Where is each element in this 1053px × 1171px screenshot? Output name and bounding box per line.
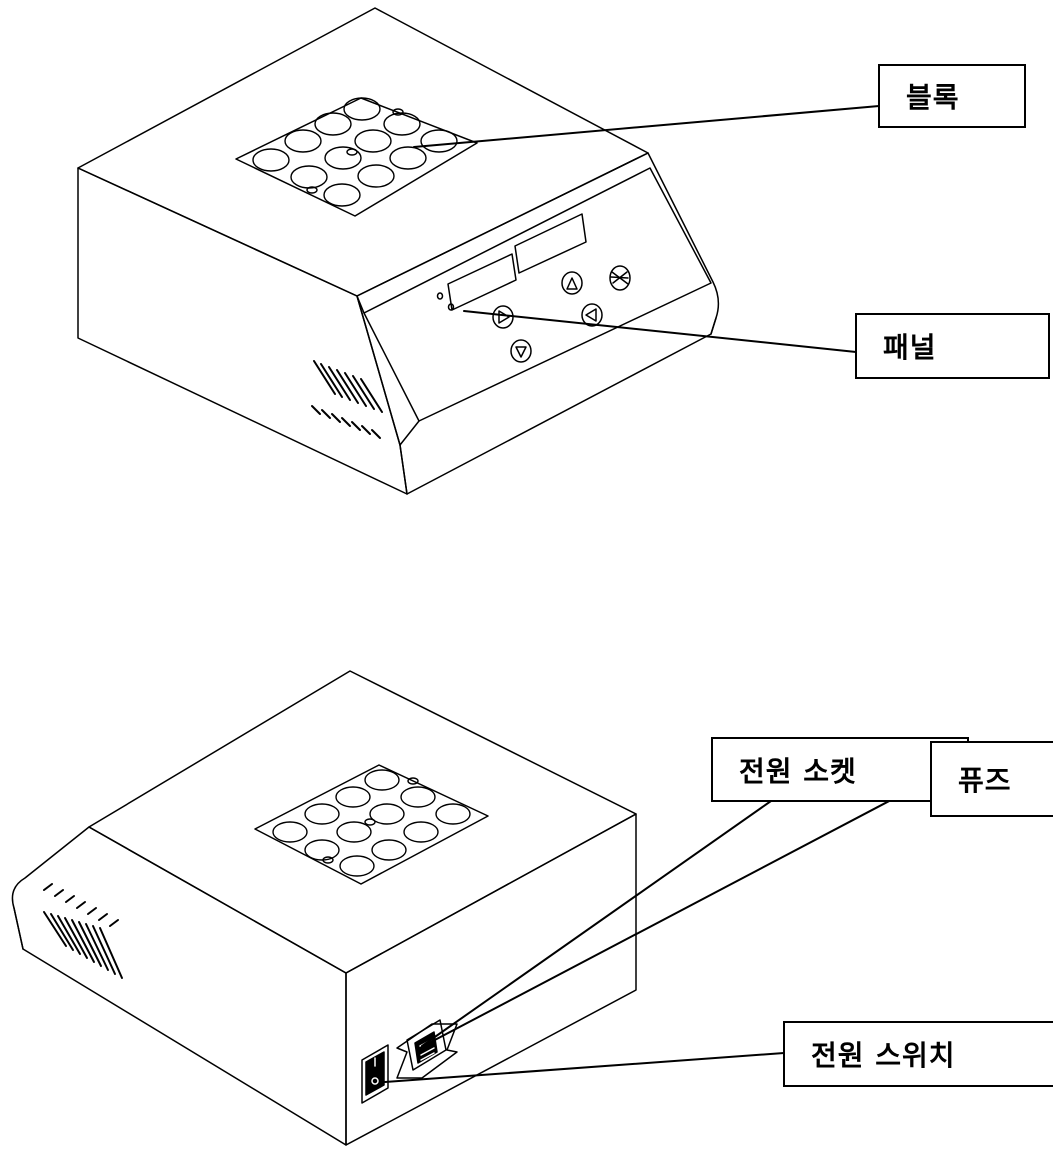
block-wells (253, 98, 457, 206)
heating-block (236, 98, 477, 216)
front-view-device (78, 8, 718, 494)
display-right (515, 214, 586, 273)
rear-view-device (12, 671, 636, 1145)
rear-view-top-face (89, 671, 636, 973)
leader-line-fuse (431, 779, 931, 1042)
label-fuse: 퓨즈 (930, 741, 1053, 817)
leader-line-panel (464, 311, 856, 352)
rear-view-block-wells (273, 770, 470, 876)
label-power-socket: 전원 소켓 (711, 737, 969, 802)
power-switch (362, 1045, 388, 1103)
indicator-led-1 (438, 293, 443, 299)
rear-view-back-face (346, 814, 636, 1145)
leader-line-block (414, 106, 879, 147)
front-view-vents (312, 361, 382, 438)
label-block: 블록 (878, 64, 1026, 128)
rear-view-vents (44, 884, 122, 978)
panel-buttons (493, 266, 630, 362)
rear-view-heating-block (255, 765, 488, 884)
display-left (448, 254, 516, 310)
indicator-led-2 (449, 304, 454, 310)
leader-line-socket (422, 801, 771, 1046)
leader-line-switch (385, 1053, 784, 1082)
front-view-panel-face (357, 153, 718, 494)
front-view-left-face (78, 168, 407, 494)
label-power-switch: 전원 스위치 (783, 1021, 1053, 1087)
control-panel (364, 168, 711, 421)
label-panel: 패널 (855, 313, 1050, 379)
rear-view-left-face (12, 827, 346, 1145)
